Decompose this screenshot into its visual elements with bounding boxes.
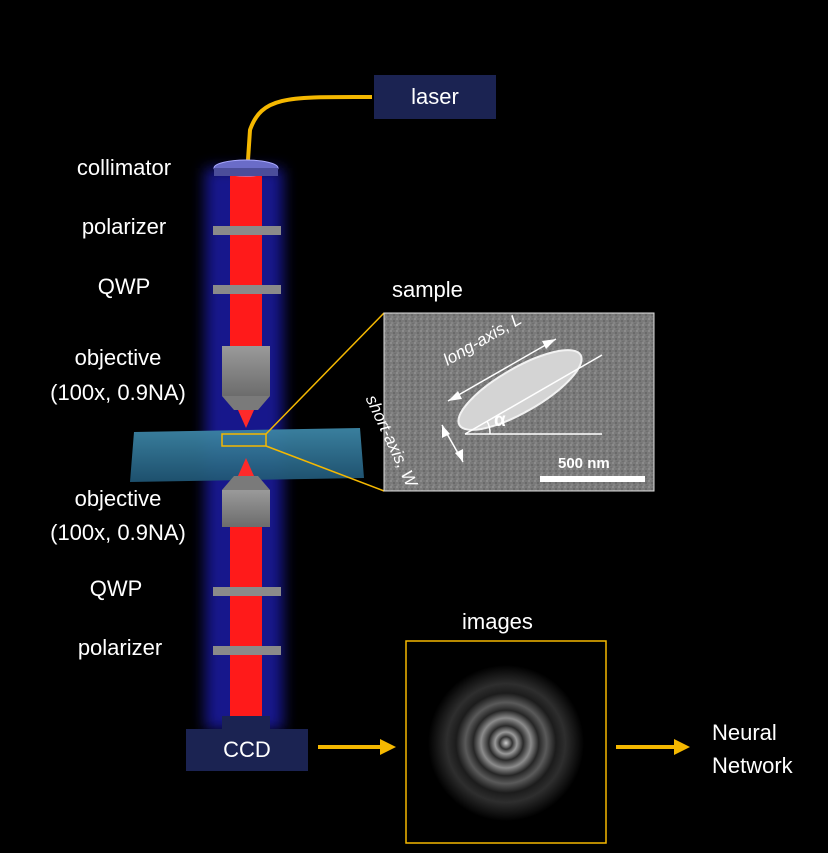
arrow-images-to-network	[616, 739, 690, 755]
neural-network-label-2: Network	[712, 753, 793, 778]
neural-network-label-1: Neural	[712, 720, 777, 745]
diffraction-rings	[428, 665, 584, 821]
sem-inset	[383, 312, 655, 492]
sample-slide	[130, 428, 364, 482]
ccd-box: CCD	[186, 729, 308, 771]
qwp-bottom-label: QWP	[89, 576, 143, 601]
objective-bottom-label-1: objective	[74, 486, 162, 511]
sample-label: sample	[392, 277, 463, 302]
focus-cone-bottom	[238, 458, 254, 476]
fiber-cable	[246, 94, 373, 161]
objective-bottom	[222, 490, 270, 527]
laser-box: laser	[374, 75, 496, 119]
qwp-top-plate	[213, 285, 281, 294]
polarizer-top-plate	[213, 226, 281, 235]
objective-top-label-2: (100x, 0.9NA)	[50, 380, 186, 405]
polarizer-bottom-label: polarizer	[77, 635, 163, 660]
collimator-label: collimator	[76, 155, 172, 180]
zoom-line-top	[265, 312, 385, 435]
nanorod	[457, 349, 583, 431]
upper-beam	[230, 176, 262, 346]
objective-top-label-1: objective	[74, 345, 162, 370]
polarizer-bottom-plate	[213, 646, 281, 655]
scale-bar	[540, 476, 645, 482]
qwp-bottom-plate	[213, 587, 281, 596]
scale-bar-label: 500 nm	[558, 455, 610, 472]
laser-label: laser	[411, 84, 459, 109]
ccd-label: CCD	[223, 737, 271, 762]
images-label: images	[462, 609, 533, 634]
polarizer-top-label: polarizer	[81, 214, 167, 239]
zoom-line-bottom	[265, 445, 385, 492]
objective-top	[222, 346, 270, 396]
objective-bottom-label-2: (100x, 0.9NA)	[50, 520, 186, 545]
angle-label: α	[494, 410, 506, 431]
focus-cone-top	[238, 410, 254, 428]
lower-beam	[230, 527, 262, 727]
arrow-ccd-to-images	[318, 739, 396, 755]
sample-region	[221, 433, 267, 447]
qwp-top-label: QWP	[97, 274, 151, 299]
